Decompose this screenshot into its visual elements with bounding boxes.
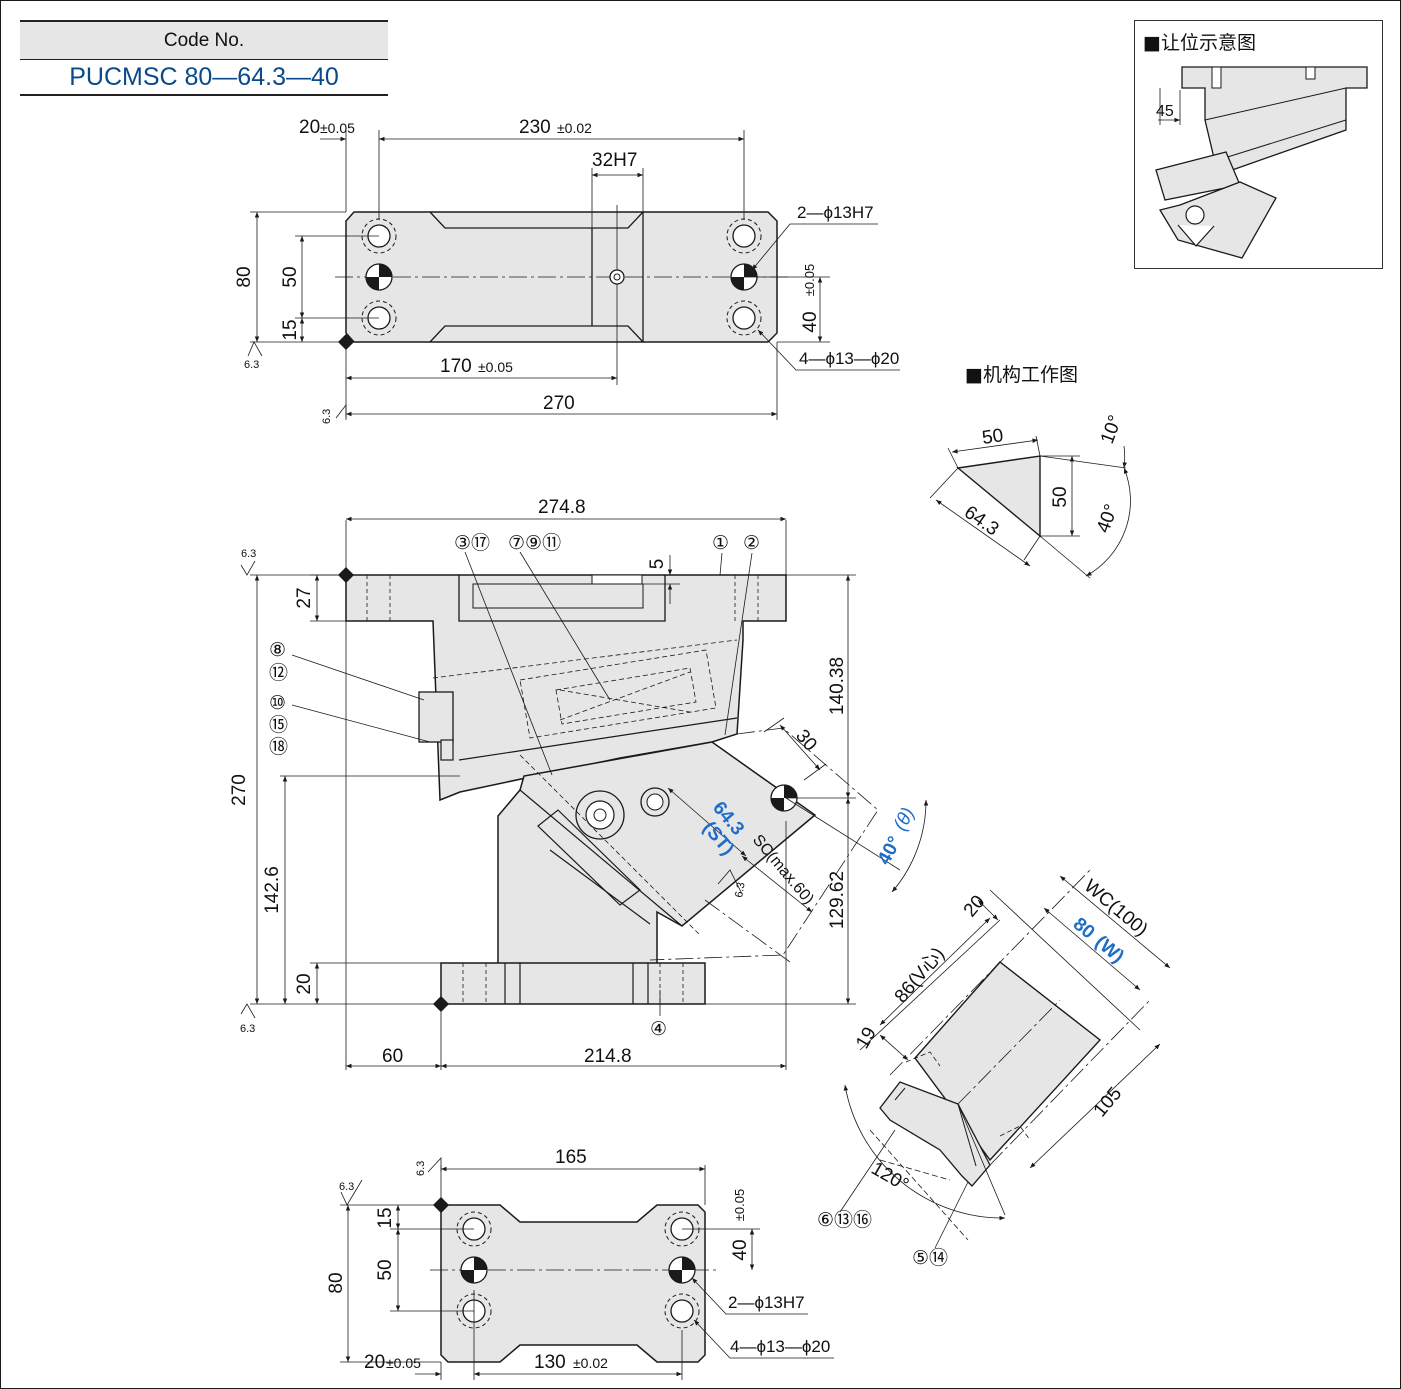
callout-8: ⑧ [269, 640, 286, 661]
dim-170-tolerance: ±0.05 [478, 359, 513, 375]
code-label: Code No. [20, 20, 388, 60]
mechanism-diagram-heading: ■机构工作图 [965, 364, 1078, 386]
callout-5-14: ⑤⑭ [912, 1247, 948, 1269]
mechanism-diagram [929, 435, 1131, 579]
dim-32h7: 32H7 [592, 150, 637, 171]
bot-dim-15: 15 [375, 1207, 396, 1228]
rot-dim-105: 105 [1090, 1083, 1126, 1121]
dim-27: 27 [294, 587, 315, 608]
rot-dim-20: 20 [960, 892, 990, 922]
front-view [240, 516, 929, 1070]
hole-spec-4: 4—ϕ13—ϕ20 [799, 349, 899, 368]
bot-hole-spec-4: 4—ϕ13—ϕ20 [730, 1337, 830, 1356]
dim-40: 40 [800, 311, 821, 332]
rot-dim-120: 120° [868, 1158, 913, 1196]
bot-dim-20-tolerance: ±0.05 [386, 1355, 421, 1371]
bot-dim-40-tolerance: ±0.05 [732, 1189, 747, 1221]
dim-230: 230 [519, 117, 551, 138]
dim-20: 20 [294, 973, 315, 994]
dim-140-38: 140.38 [827, 657, 848, 715]
bottom-view [340, 1156, 834, 1380]
bot-dim-130: 130 [534, 1352, 566, 1373]
dim-80: 80 [234, 266, 255, 287]
code-value: PUCMSC 80—64.3—40 [20, 60, 388, 96]
bot-dim-40: 40 [730, 1239, 751, 1260]
surface-finish-1: 6.3 [244, 359, 259, 371]
clearance-diagram [1155, 66, 1368, 259]
top-view-dimensions: 20 ±0.05 230 ±0.02 32H7 2—ϕ13H7 4—ϕ13—ϕ2… [234, 117, 899, 424]
dim-129-62: 129.62 [827, 871, 848, 929]
bottom-view-dimensions: 165 15 50 80 40 ±0.05 2—ϕ13H7 4—ϕ13—ϕ20 … [326, 1147, 830, 1373]
surface-finish-4: 6.3 [240, 1023, 255, 1035]
part-callouts: ③⑰ ⑦⑨⑪ ① ② ⑧ ⑫ ⑩ ⑮ ⑱ ④ ⑥⑬⑯ ⑤⑭ [269, 532, 948, 1269]
callout-4: ④ [650, 1019, 667, 1040]
bot-dim-80: 80 [326, 1272, 347, 1293]
rotated-view [839, 869, 1171, 1249]
dim-270: 270 [229, 774, 250, 806]
surface-finish-6: 6.3 [339, 1181, 354, 1193]
surface-finish-5: 6.3 [733, 881, 747, 898]
dim-270: 270 [543, 393, 575, 414]
dim-20-tolerance: ±0.05 [320, 120, 355, 136]
angle-40: 40° [874, 833, 906, 868]
clearance-diagram-heading: ■让位示意图 [1143, 32, 1256, 54]
callout-2: ② [743, 533, 760, 554]
callout-18: ⑱ [269, 736, 288, 758]
w-label: (W) [1091, 932, 1128, 968]
callout-6-13-16: ⑥⑬⑯ [817, 1209, 872, 1231]
hole-spec-2: 2—ϕ13H7 [797, 203, 874, 222]
callout-10: ⑩ [269, 693, 286, 714]
callout-12: ⑫ [269, 662, 288, 684]
bot-dim-20: 20 [364, 1352, 385, 1373]
dim-214-8: 214.8 [584, 1046, 632, 1067]
dim-170: 170 [440, 356, 472, 377]
dim-15: 15 [280, 319, 301, 340]
surface-finish-2: 6.3 [321, 409, 333, 424]
mech-dim-50-side: 50 [1050, 486, 1071, 507]
mech-dim-10deg: 10° [1097, 413, 1127, 447]
callout-15: ⑮ [269, 714, 288, 736]
dim-142-6: 142.6 [262, 866, 283, 914]
dim-60: 60 [382, 1046, 403, 1067]
mechanism-dimensions: 50 10° 50 64.3 40° [960, 413, 1126, 541]
bot-dim-165: 165 [555, 1147, 587, 1168]
dim-40-tolerance: ±0.05 [802, 264, 817, 296]
code-number-box: Code No. PUCMSC 80—64.3—40 [20, 20, 388, 96]
mech-dim-64-3: 64.3 [960, 502, 1002, 540]
dim-274-8: 274.8 [538, 497, 586, 518]
callout-1: ① [712, 533, 729, 554]
clearance-dim-45: 45 [1156, 103, 1174, 120]
dim-20: 20 [299, 117, 320, 138]
mech-dim-40deg: 40° [1093, 502, 1123, 536]
mech-dim-50-top: 50 [981, 425, 1005, 449]
dim-30: 30 [791, 726, 821, 756]
callout-7-9-11: ⑦⑨⑪ [508, 532, 561, 554]
w-value: 80 [1069, 914, 1099, 944]
dim-230-tolerance: ±0.02 [557, 120, 592, 136]
bot-dim-130-tolerance: ±0.02 [573, 1355, 608, 1371]
bot-dim-50: 50 [375, 1259, 396, 1280]
bot-hole-spec-2: 2—ϕ13H7 [728, 1293, 805, 1312]
callout-3-17: ③⑰ [454, 532, 490, 554]
surface-finish-7: 6.3 [415, 1161, 427, 1176]
dim-50: 50 [280, 266, 301, 287]
angle-theta: (θ) [890, 804, 919, 834]
dim-5: 5 [647, 559, 668, 570]
rot-dim-19: 19 [852, 1024, 881, 1053]
surface-finish-3: 6.3 [241, 548, 256, 560]
top-view [247, 130, 900, 420]
